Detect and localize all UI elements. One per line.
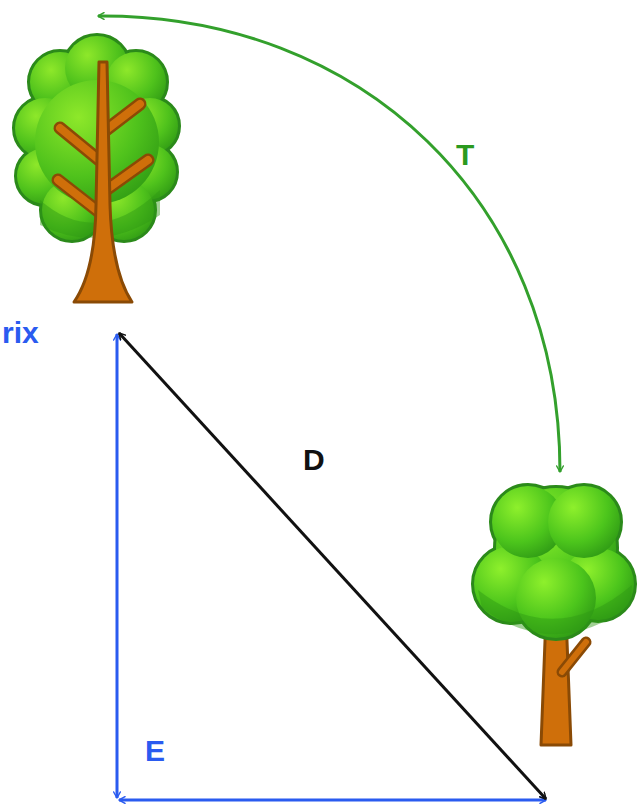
branch	[58, 180, 99, 212]
branch	[562, 642, 586, 672]
branch	[106, 104, 140, 130]
tree-tall	[15, 36, 178, 302]
branch	[58, 180, 99, 212]
branch	[60, 128, 99, 160]
distance-label: D	[303, 443, 325, 476]
canopy-shade	[478, 585, 632, 634]
canopy-lobe	[548, 486, 620, 558]
distance-line	[119, 333, 546, 799]
branch	[562, 642, 586, 672]
branch	[106, 104, 140, 130]
vertical-dimension	[116, 334, 119, 798]
branch	[106, 160, 148, 190]
arc-label: T	[456, 138, 474, 171]
tree-round	[474, 486, 634, 745]
partial-label: rix	[2, 316, 39, 349]
branch	[106, 160, 148, 190]
axis-label: E	[145, 734, 165, 767]
tree-canopy	[474, 486, 634, 638]
tree-canopy-outline	[474, 486, 634, 638]
travel-arc	[98, 16, 560, 472]
branch	[60, 128, 99, 160]
tree-trunk	[74, 62, 132, 302]
horizontal-dimension	[119, 799, 546, 802]
canopy-lobe	[548, 486, 620, 558]
